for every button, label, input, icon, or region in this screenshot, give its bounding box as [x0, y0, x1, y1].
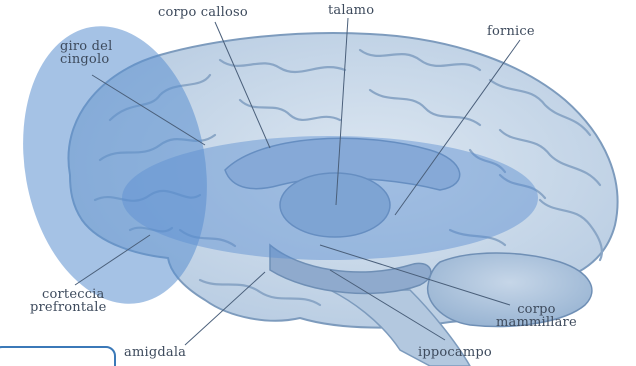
- label-talamo: talamo: [328, 4, 374, 17]
- label-corpo-calloso: corpo calloso: [158, 6, 248, 19]
- label-ippocampo: ippocampo: [418, 346, 492, 359]
- label-corpo-mammillare-line2: mammillare: [496, 316, 577, 329]
- label-corteccia-prefrontale-line2: prefrontale: [30, 301, 106, 314]
- label-fornice: fornice: [487, 25, 535, 38]
- bottom-tab-frame: [0, 346, 116, 366]
- label-corpo-mammillare: corpo mammillare: [496, 303, 577, 329]
- label-corteccia-prefrontale: corteccia prefrontale: [30, 288, 106, 314]
- label-amigdala: amigdala: [124, 346, 186, 359]
- label-giro-del-cingolo: giro del cingolo: [60, 40, 112, 66]
- label-giro-del-cingolo-line2: cingolo: [60, 53, 112, 66]
- limbic-highlight: [122, 136, 538, 260]
